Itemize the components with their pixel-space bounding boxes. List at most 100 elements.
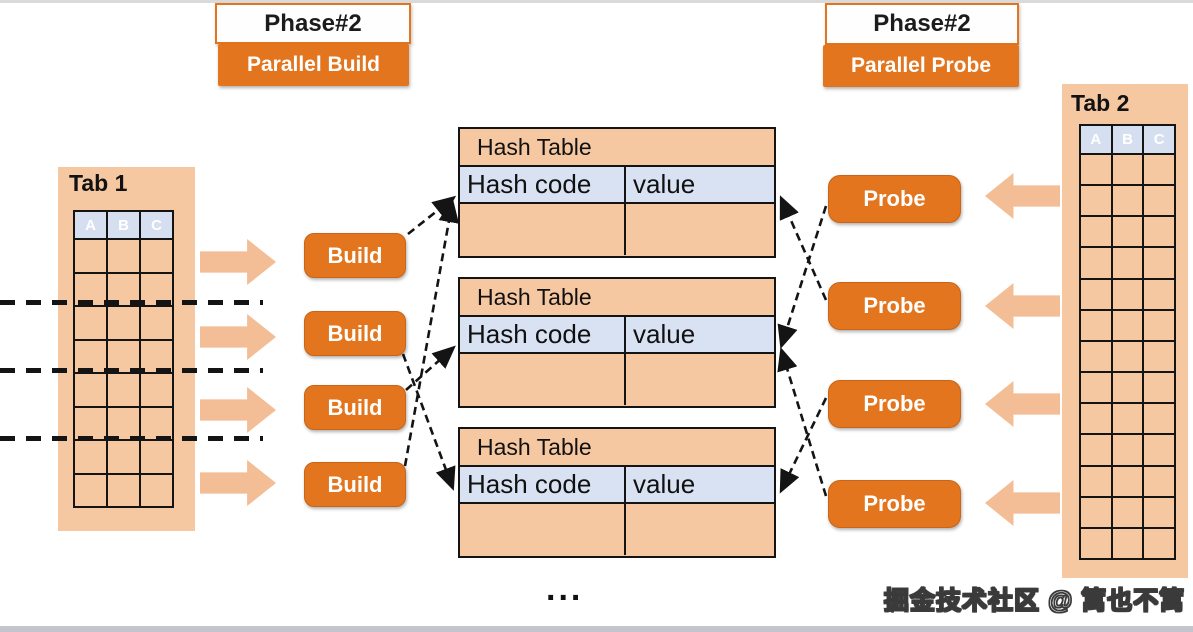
hash-table-3-col-hashcode: Hash code [460, 467, 626, 502]
table-cell [75, 474, 106, 506]
table-cell [1112, 155, 1143, 185]
table-cell [1081, 435, 1111, 465]
hash-table-2-col-hashcode: Hash code [460, 317, 626, 352]
table-cell [1081, 155, 1111, 185]
table-cell [1144, 248, 1174, 278]
partition-dashed-line-3 [0, 436, 263, 441]
phase-probe-subtitle: Parallel Probe [823, 45, 1019, 87]
connector-build4-to-hashtable1 [403, 198, 460, 467]
hash-table-2: Hash Table Hash code value [458, 277, 776, 408]
table-cell [1112, 373, 1143, 403]
build-node-3: Build [304, 385, 406, 430]
build-node-2: Build [304, 311, 406, 356]
table-cell [1112, 528, 1143, 558]
table-cell [1081, 186, 1111, 216]
hash-table-3-col-value: value [633, 469, 696, 499]
hash-table-1: Hash Table Hash code value [458, 127, 776, 258]
left-arrow-icon-2 [985, 283, 1060, 329]
top-edge-strip [0, 0, 1193, 3]
hash-table-1-empty-cell [626, 204, 774, 255]
hash-table-1-title: Hash Table [477, 133, 592, 160]
probe-node-2: Probe [828, 282, 961, 330]
table-cell [141, 474, 172, 506]
hash-table-3-empty-cell [626, 504, 774, 555]
build-node-4: Build [304, 462, 406, 507]
table-cell [141, 441, 172, 473]
probe-node-1: Probe [828, 175, 961, 223]
table-cell [1081, 466, 1111, 496]
column-header-cell: B [108, 212, 139, 238]
table-cell [1112, 279, 1143, 309]
table-cell [75, 240, 106, 272]
connector-probe4-to-hashtable2 [777, 347, 828, 497]
table-cell [1081, 404, 1111, 434]
table-cell [1112, 186, 1143, 216]
hash-table-3-title: Hash Table [477, 433, 592, 460]
table-cell [108, 441, 139, 473]
connector-build3-to-hashtable2 [405, 345, 456, 391]
table-cell [1144, 217, 1174, 247]
table-cell [108, 273, 139, 305]
column-header-cell: C [141, 212, 172, 238]
connector-probe3-to-hashtable3 [779, 397, 828, 494]
hash-table-1-col-hashcode: Hash code [460, 167, 626, 202]
bottom-edge-strip [0, 626, 1193, 632]
phase-build-title: Phase#2 [215, 3, 411, 44]
partition-dashed-line-2 [0, 368, 263, 373]
right-arrow-icon-1 [200, 239, 276, 285]
table-cell [1144, 528, 1174, 558]
tab2-label: Tab 2 [1071, 90, 1130, 116]
table-cell [75, 374, 106, 406]
hash-table-2-empty-cell [460, 354, 626, 405]
table-cell [1112, 248, 1143, 278]
table-cell [1144, 497, 1174, 527]
connector-probe2-to-hashtable1 [779, 195, 828, 301]
table-cell [141, 374, 172, 406]
left-arrow-icon-3 [985, 381, 1060, 427]
table-cell [1112, 341, 1143, 372]
table-cell [1081, 217, 1111, 247]
probe-node-4: Probe [828, 480, 961, 528]
table-cell [108, 240, 139, 272]
probe-node-3: Probe [828, 380, 961, 428]
table-cell [1144, 466, 1174, 496]
partition-dashed-line-1 [0, 300, 263, 305]
table-cell [1081, 373, 1111, 403]
table-cell [1144, 373, 1174, 403]
table-cell [1081, 279, 1111, 309]
table-cell [141, 307, 172, 339]
table-cell [75, 407, 106, 439]
table-cell [1144, 341, 1174, 372]
table-cell [141, 340, 172, 372]
table-cell [75, 273, 106, 305]
right-arrow-icon-3 [200, 387, 276, 433]
table-cell [1144, 310, 1174, 340]
table-cell [1144, 155, 1174, 185]
hash-table-3: Hash Table Hash code value [458, 427, 776, 558]
hash-table-1-col-value: value [633, 169, 696, 199]
right-arrow-icon-2 [200, 314, 276, 360]
table-cell [108, 307, 139, 339]
table-cell [1144, 279, 1174, 309]
table-cell [108, 407, 139, 439]
phase-probe-title: Phase#2 [825, 3, 1019, 45]
table-cell [1112, 310, 1143, 340]
table-cell [75, 441, 106, 473]
table-cell [1144, 435, 1174, 465]
table-cell [141, 407, 172, 439]
right-arrow-icon-4 [200, 460, 276, 506]
table-cell [108, 340, 139, 372]
table-cell [1081, 497, 1111, 527]
table-cell [1112, 435, 1143, 465]
table-cell [108, 374, 139, 406]
table-cell [1081, 528, 1111, 558]
left-arrow-icon-4 [985, 480, 1060, 526]
table-cell [1081, 341, 1111, 372]
table-cell [1112, 217, 1143, 247]
table-cell [1112, 404, 1143, 434]
hash-table-2-empty-cell [626, 354, 774, 405]
column-header-cell: A [75, 212, 106, 238]
